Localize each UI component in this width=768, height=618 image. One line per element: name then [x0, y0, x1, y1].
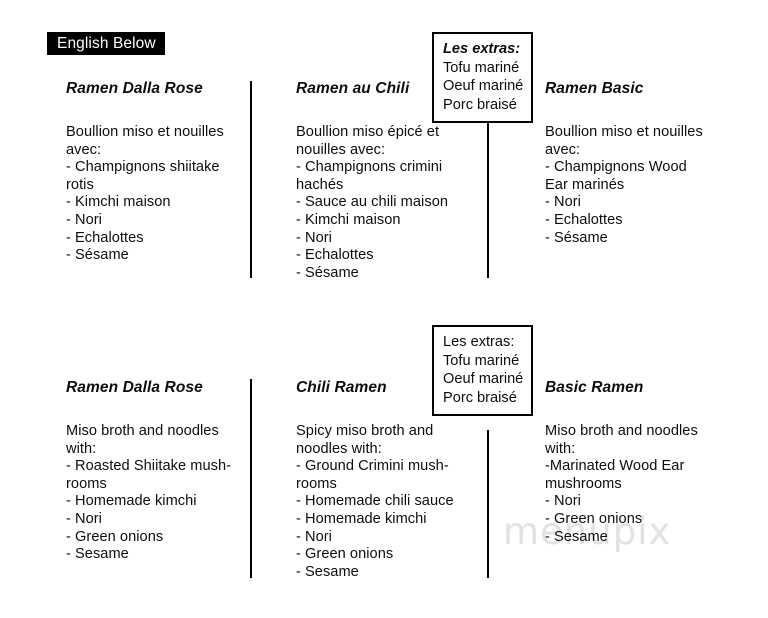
description-line: mushrooms [545, 475, 622, 492]
description-line: - Homemade chili sauce [296, 493, 454, 510]
description-line: - Kimchi maison [296, 211, 401, 228]
description-line: - Sesame [66, 546, 129, 563]
menu-item-description: Boullion miso et nouilles avec: - Champi… [545, 124, 740, 247]
description-line: - Nori [66, 510, 102, 527]
menu-item-description: Boullion miso et nouilles avec: - Champi… [66, 124, 261, 265]
menu-item-description: Spicy miso broth and noodles with: - Gro… [296, 423, 491, 581]
menu-column-ramen-au-chili-fr: Ramen au Chili Boullion miso épicé et no… [296, 80, 491, 282]
description-line: Miso broth and noodles [66, 423, 219, 439]
description-line: - Sésame [545, 229, 608, 246]
description-line: rooms [296, 475, 337, 492]
description-line: - Kimchi maison [66, 194, 171, 211]
menu-column-basic-ramen-en: Basic Ramen Miso broth and noodles with:… [545, 379, 740, 546]
menu-item-description: Boullion miso épicé et nouilles avec: - … [296, 124, 491, 282]
description-line: - Sauce au chili maison [296, 194, 449, 211]
description-line: - Green onions [545, 510, 643, 527]
extras-item: Oeuf mariné [443, 78, 524, 95]
description-line: - Nori [66, 211, 102, 228]
description-line: avec: [545, 141, 581, 158]
description-line: - Echalottes [66, 229, 144, 246]
description-line: - Nori [296, 229, 332, 246]
column-divider-bottom-left [250, 379, 252, 578]
extras-item: Tofu mariné [443, 59, 520, 76]
english-below-badge: English Below [47, 32, 165, 55]
description-line: - Echalottes [296, 247, 374, 264]
description-line: - Sesame [545, 528, 608, 545]
description-line: rotis [66, 176, 94, 193]
description-line: with: [545, 440, 576, 457]
description-line: hachés [296, 176, 344, 193]
description-line: Boullion miso et nouilles [545, 124, 703, 140]
description-line: - Sesame [296, 563, 359, 580]
extras-item: Porc braisé [443, 389, 517, 406]
extras-item: Oeuf mariné [443, 371, 524, 388]
extras-box-english: Les extras: Tofu mariné Oeuf mariné Porc… [432, 325, 533, 417]
description-line: - Ground Crimini mush- [296, 458, 449, 475]
extras-box-french: Les extras: Tofu mariné Oeuf mariné Porc… [432, 32, 533, 124]
description-line: -Marinated Wood Ear [545, 458, 685, 475]
extras-title: Les extras: [443, 334, 515, 350]
menu-column-chili-ramen-en: Chili Ramen Spicy miso broth and noodles… [296, 379, 491, 581]
description-line: - Sésame [66, 247, 129, 264]
description-line: Spicy miso broth and [296, 423, 434, 439]
column-divider-top-right [487, 116, 489, 278]
description-line: - Homemade kimchi [66, 493, 197, 510]
menu-item-title: Ramen Dalla Rose [66, 379, 203, 396]
column-divider-bottom-right [487, 430, 489, 578]
menu-item-title: Basic Ramen [545, 379, 644, 396]
description-line: - Nori [296, 528, 332, 545]
description-line: nouilles avec: [296, 141, 386, 158]
menu-column-ramen-dalla-rose-fr: Ramen Dalla Rose Boullion miso et nouill… [66, 80, 261, 265]
extras-item: Porc braisé [443, 96, 517, 113]
description-line: - Echalottes [545, 211, 623, 228]
menu-item-title: Ramen au Chili [296, 80, 410, 97]
description-line: with: [66, 440, 97, 457]
description-line: Boullion miso et nouilles [66, 124, 224, 140]
menu-item-title: Ramen Basic [545, 80, 644, 97]
description-line: Boullion miso épicé et [296, 124, 440, 140]
description-line: - Sésame [296, 264, 359, 281]
description-line: - Champignons shiitake [66, 159, 220, 176]
menu-column-ramen-dalla-rose-en: Ramen Dalla Rose Miso broth and noodles … [66, 379, 261, 564]
menu-item-description: Miso broth and noodles with: - Roasted S… [66, 423, 261, 564]
extras-item: Tofu mariné [443, 352, 520, 369]
description-line: Ear marinés [545, 176, 625, 193]
description-line: - Champignons Wood [545, 159, 687, 176]
description-line: Miso broth and noodles [545, 423, 698, 439]
description-line: rooms [66, 475, 107, 492]
description-line: - Homemade kimchi [296, 510, 427, 527]
description-line: - Champignons crimini [296, 159, 443, 176]
description-line: - Nori [545, 493, 581, 510]
description-line: - Green onions [296, 546, 394, 563]
menu-item-title: Ramen Dalla Rose [66, 80, 203, 97]
extras-title: Les extras: [443, 41, 521, 57]
menu-item-title: Chili Ramen [296, 379, 387, 396]
description-line: noodles with: [296, 440, 382, 457]
description-line: - Green onions [66, 528, 164, 545]
column-divider-top-left [250, 81, 252, 278]
description-line: - Roasted Shiitake mush- [66, 458, 232, 475]
menu-item-description: Miso broth and noodles with: -Marinated … [545, 423, 740, 546]
description-line: avec: [66, 141, 102, 158]
description-line: - Nori [545, 194, 581, 211]
menu-column-ramen-basic-fr: Ramen Basic Boullion miso et nouilles av… [545, 80, 740, 247]
